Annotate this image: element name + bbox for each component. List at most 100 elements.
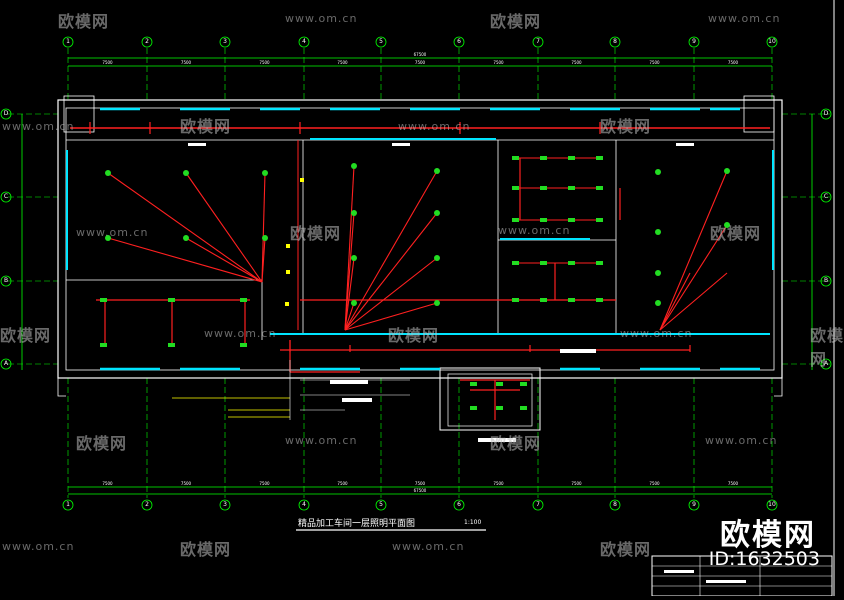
axis-column-label: 3 [223,501,227,508]
lamp-fixtures [100,156,730,410]
window-segments [66,107,774,371]
axis-column-label: 2 [145,501,149,508]
watermark-site: www.om.cn [285,434,358,447]
dimension-label: 7500 [571,481,582,486]
fluorescent-fixture [512,218,519,222]
switch-marker [286,270,290,274]
fluorescent-fixture [596,218,603,222]
fluorescent-fixture [496,382,503,386]
axis-row-label: D [823,110,829,117]
lamp-fixture [105,170,111,176]
watermark-brand: 欧模网 [490,12,542,31]
lamp-fixture [434,168,440,174]
axis-row-label: B [823,277,829,284]
axis-column-label: 8 [613,501,617,508]
lamp-fixture [351,163,357,169]
fluorescent-fixture [520,382,527,386]
axis-row-label: D [3,110,9,117]
lamp-fixture [262,235,268,241]
axis-column-label: 5 [379,501,383,508]
fluorescent-fixture [596,186,603,190]
dimension-label: 7500 [414,481,426,486]
watermark-brand: 欧模网 [810,326,844,369]
lamp-fixture [655,169,661,175]
switch-marker [286,244,290,248]
axis-row-label: B [3,277,9,284]
fluorescent-fixture [100,298,107,302]
axis-column-label: 5 [379,38,383,45]
switch-marker [300,178,304,182]
fluorescent-fixture [240,298,247,302]
axis-column-label: 7 [536,38,540,45]
watermark-site: www.om.cn [392,540,465,553]
watermark-brand: 欧模网 [180,540,232,559]
dimension-label: 7500 [102,481,113,486]
watermark-brand: 欧模网 [76,434,128,453]
watermark-site: www.om.cn [620,327,693,340]
fluorescent-fixture [540,156,547,160]
dimension-label: 7500 [102,60,113,65]
axis-grid [0,36,832,511]
axis-column-label: 10 [768,38,776,45]
dimension-label: 7500 [571,60,582,65]
watermark-site: www.om.cn [705,434,778,447]
axis-column-label: 7 [536,501,540,508]
watermark-brand: 欧模网 [58,12,110,31]
dimension-label: 7500 [414,60,426,65]
dimension-label: 7500 [259,60,270,65]
watermark-site: www.om.cn [498,224,571,237]
axis-column-label: 6 [457,38,461,45]
fluorescent-fixture [596,298,603,302]
watermark-site: www.om.cn [76,226,149,239]
dimension-label: 7500 [727,481,739,486]
watermark-brand: 欧模网 [490,434,542,453]
axis-row-label: A [823,360,829,367]
lamp-fixture [351,300,357,306]
fluorescent-fixture [100,343,107,347]
dimension-label: 7500 [180,60,192,65]
dimension-label: 7500 [180,481,192,486]
axis-column-label: 3 [223,38,227,45]
lamp-fixture [351,255,357,261]
dimension-label: 7500 [259,481,270,486]
axis-column-label: 6 [457,501,461,508]
dimension-label: 7500 [727,60,739,65]
fluorescent-fixture [168,298,175,302]
fluorescent-fixture [568,298,575,302]
axis-column-label: 4 [302,501,306,508]
fluorescent-fixture [540,218,547,222]
lamp-fixture [724,168,730,174]
lamp-fixture [183,235,189,241]
fluorescent-fixture [512,261,519,265]
watermark-brand-large: 欧模网 [720,518,816,553]
axis-column-label: 8 [613,38,617,45]
dimension-label: 7500 [649,60,660,65]
lamp-fixture [724,222,730,228]
dimension-label: 7500 [493,60,504,65]
lamp-fixture [655,229,661,235]
drawing-scale: 1:100 [464,519,482,526]
lamp-fixture [351,210,357,216]
fluorescent-fixture [512,298,519,302]
fluorescent-fixture [568,156,575,160]
annotation-leaders [172,143,694,442]
axis-column-label: 10 [768,501,776,508]
axis-row-label: C [3,193,9,200]
watermark-site: www.om.cn [708,12,781,25]
fluorescent-fixture [568,186,575,190]
fluorescent-fixture [512,186,519,190]
dimension-label: 67500 [413,488,427,493]
lamp-fixture [655,270,661,276]
dimension-lines [21,57,813,495]
fluorescent-fixture [520,406,527,410]
lamp-fixture [262,170,268,176]
lighting-circuits [70,122,770,420]
axis-column-label: 1 [66,38,70,45]
axis-column-label: 4 [302,38,306,45]
fluorescent-fixture [470,382,477,386]
axis-column-label: 9 [692,38,696,45]
fluorescent-fixture [568,218,575,222]
lamp-fixture [434,210,440,216]
